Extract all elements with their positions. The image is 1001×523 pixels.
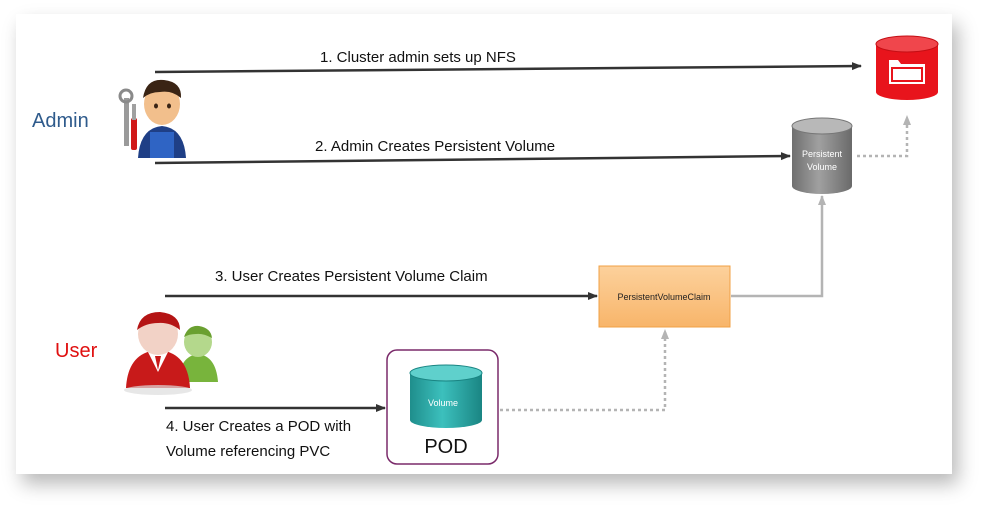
persistent-volume-label-line-2: Volume [807, 162, 837, 172]
volume-node: Volume [409, 364, 483, 428]
step-1-label: 1. Cluster admin sets up NFS [320, 49, 516, 66]
arrow-step-2 [154, 152, 791, 165]
persistent-volume-node: Persistent Volume [791, 117, 853, 194]
pvc-node: PersistentVolumeClaim [598, 265, 731, 328]
pvc-label: PersistentVolumeClaim [617, 292, 710, 302]
user-label: User [55, 340, 98, 362]
step-4-label-line-1: 4. User Creates a POD with [166, 418, 351, 435]
pod-label: POD [424, 436, 467, 458]
connector-pv-to-nfs [857, 115, 911, 158]
users-group-icon [124, 312, 218, 395]
connector-pvc-to-pv [731, 195, 826, 298]
nfs-storage-folder-icon [875, 35, 939, 100]
arrow-step-1 [154, 62, 862, 74]
volume-label: Volume [428, 398, 458, 408]
persistent-volume-label-line-1: Persistent [802, 149, 843, 159]
step-4-label-line-2: Volume referencing PVC [166, 443, 330, 460]
step-3-label: 3. User Creates Persistent Volume Claim [215, 268, 488, 285]
admin-label: Admin [32, 110, 89, 132]
connector-volume-to-pvc [470, 329, 669, 412]
step-2-label: 2. Admin Creates Persistent Volume [315, 138, 555, 155]
admin-with-wrench-icon [118, 79, 186, 158]
pod-node: POD Volume [386, 349, 499, 465]
